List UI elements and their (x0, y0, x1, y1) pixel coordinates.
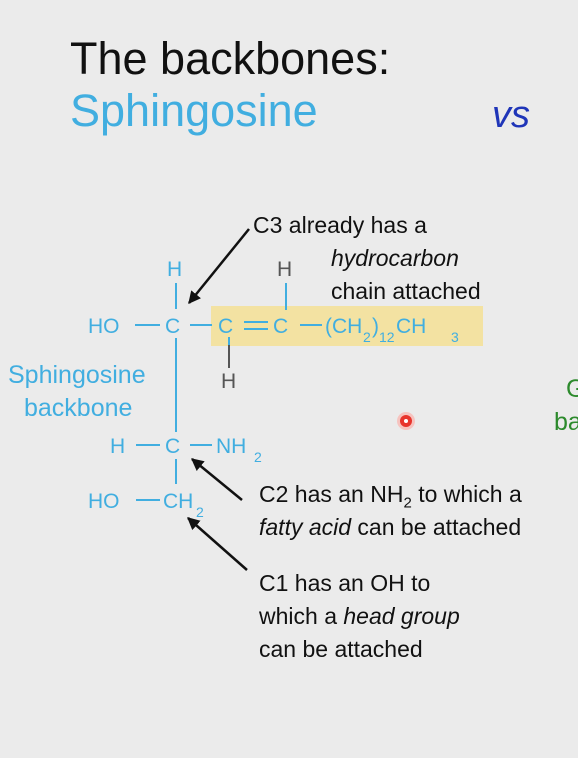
atom-h-c2: H (110, 435, 125, 458)
atom-c2: C (165, 435, 180, 458)
arrow-icon-c1 (187, 517, 248, 571)
annotation-c2-line-1: C2 has an NH2 to which a (259, 483, 522, 511)
atom-chain-c4: C (218, 315, 233, 338)
atom-chain-c5: C (273, 315, 288, 338)
atom-chain-sub3: 3 (451, 329, 459, 345)
annotation-c1-line-3: can be attached (259, 636, 423, 662)
atom-nh: NH (216, 435, 246, 458)
annotation-c2-text-b: to which a (411, 481, 522, 507)
annotation-c3-italic: hydrocarbon (331, 245, 459, 271)
annotation-c1-italic: head group (343, 603, 460, 629)
atom-ho-bottom: HO (88, 490, 120, 513)
annotation-c1-line-1: C1 has an OH to (259, 570, 431, 596)
side-label-line-1: Sphingosine (8, 361, 146, 389)
atom-chain-sub2: 12 (379, 329, 395, 345)
annotation-c2-italic: fatty acid (259, 514, 352, 540)
atom-h-top: H (167, 258, 182, 281)
annotation-c2-line-2: fatty acid can be attached (259, 516, 521, 539)
atom-chain-paren: ) (372, 315, 379, 338)
chain-bonds (228, 283, 322, 367)
annotation-c3-line-1: C3 already has a (253, 212, 427, 238)
atom-chain-h-bottom: H (221, 370, 236, 393)
backbone-atoms: H HO C H C NH 2 HO CH 2 C C (CH 2 ) 12 C… (88, 258, 459, 520)
atom-chain-sub1: 2 (363, 329, 371, 345)
atom-chain-end: CH (396, 315, 426, 338)
annotation-c2-text-a: C2 has an NH (259, 481, 404, 507)
recording-indicator-icon (400, 415, 412, 427)
annotation-c2-sub: 2 (403, 494, 412, 512)
annotation-c3-line-2: hydrocarbon (331, 247, 459, 270)
atom-nh-sub: 2 (254, 449, 262, 465)
cutoff-label-line-2: ba (554, 408, 578, 436)
atom-chain-group: (CH (325, 315, 362, 338)
title-line-1: The backbones: (70, 33, 391, 84)
atom-c3: C (165, 315, 180, 338)
vs-label: vs (492, 94, 530, 136)
backbone-bonds (135, 283, 212, 501)
arrow-icon-c3 (188, 228, 250, 304)
atom-c1-sub: 2 (196, 504, 204, 520)
cutoff-label-line-1: G (566, 375, 578, 403)
title-line-2: Sphingosine (70, 85, 318, 136)
atom-ho-top: HO (88, 315, 120, 338)
chain-highlight (211, 306, 483, 346)
annotation-c1-line-2: which a head group (259, 605, 460, 628)
arrow-icon-c2 (191, 458, 243, 501)
annotation-c2-text-c: can be attached (351, 514, 522, 540)
atom-chain-h-top: H (277, 258, 292, 281)
annotation-c3-line-3: chain attached (331, 278, 481, 304)
atom-c1: CH (163, 490, 193, 513)
side-label-line-2: backbone (24, 394, 133, 422)
annotation-arrows (187, 228, 250, 571)
annotation-c1-text-a: which a (259, 603, 344, 629)
chain-hydrogens: H H (221, 258, 292, 393)
